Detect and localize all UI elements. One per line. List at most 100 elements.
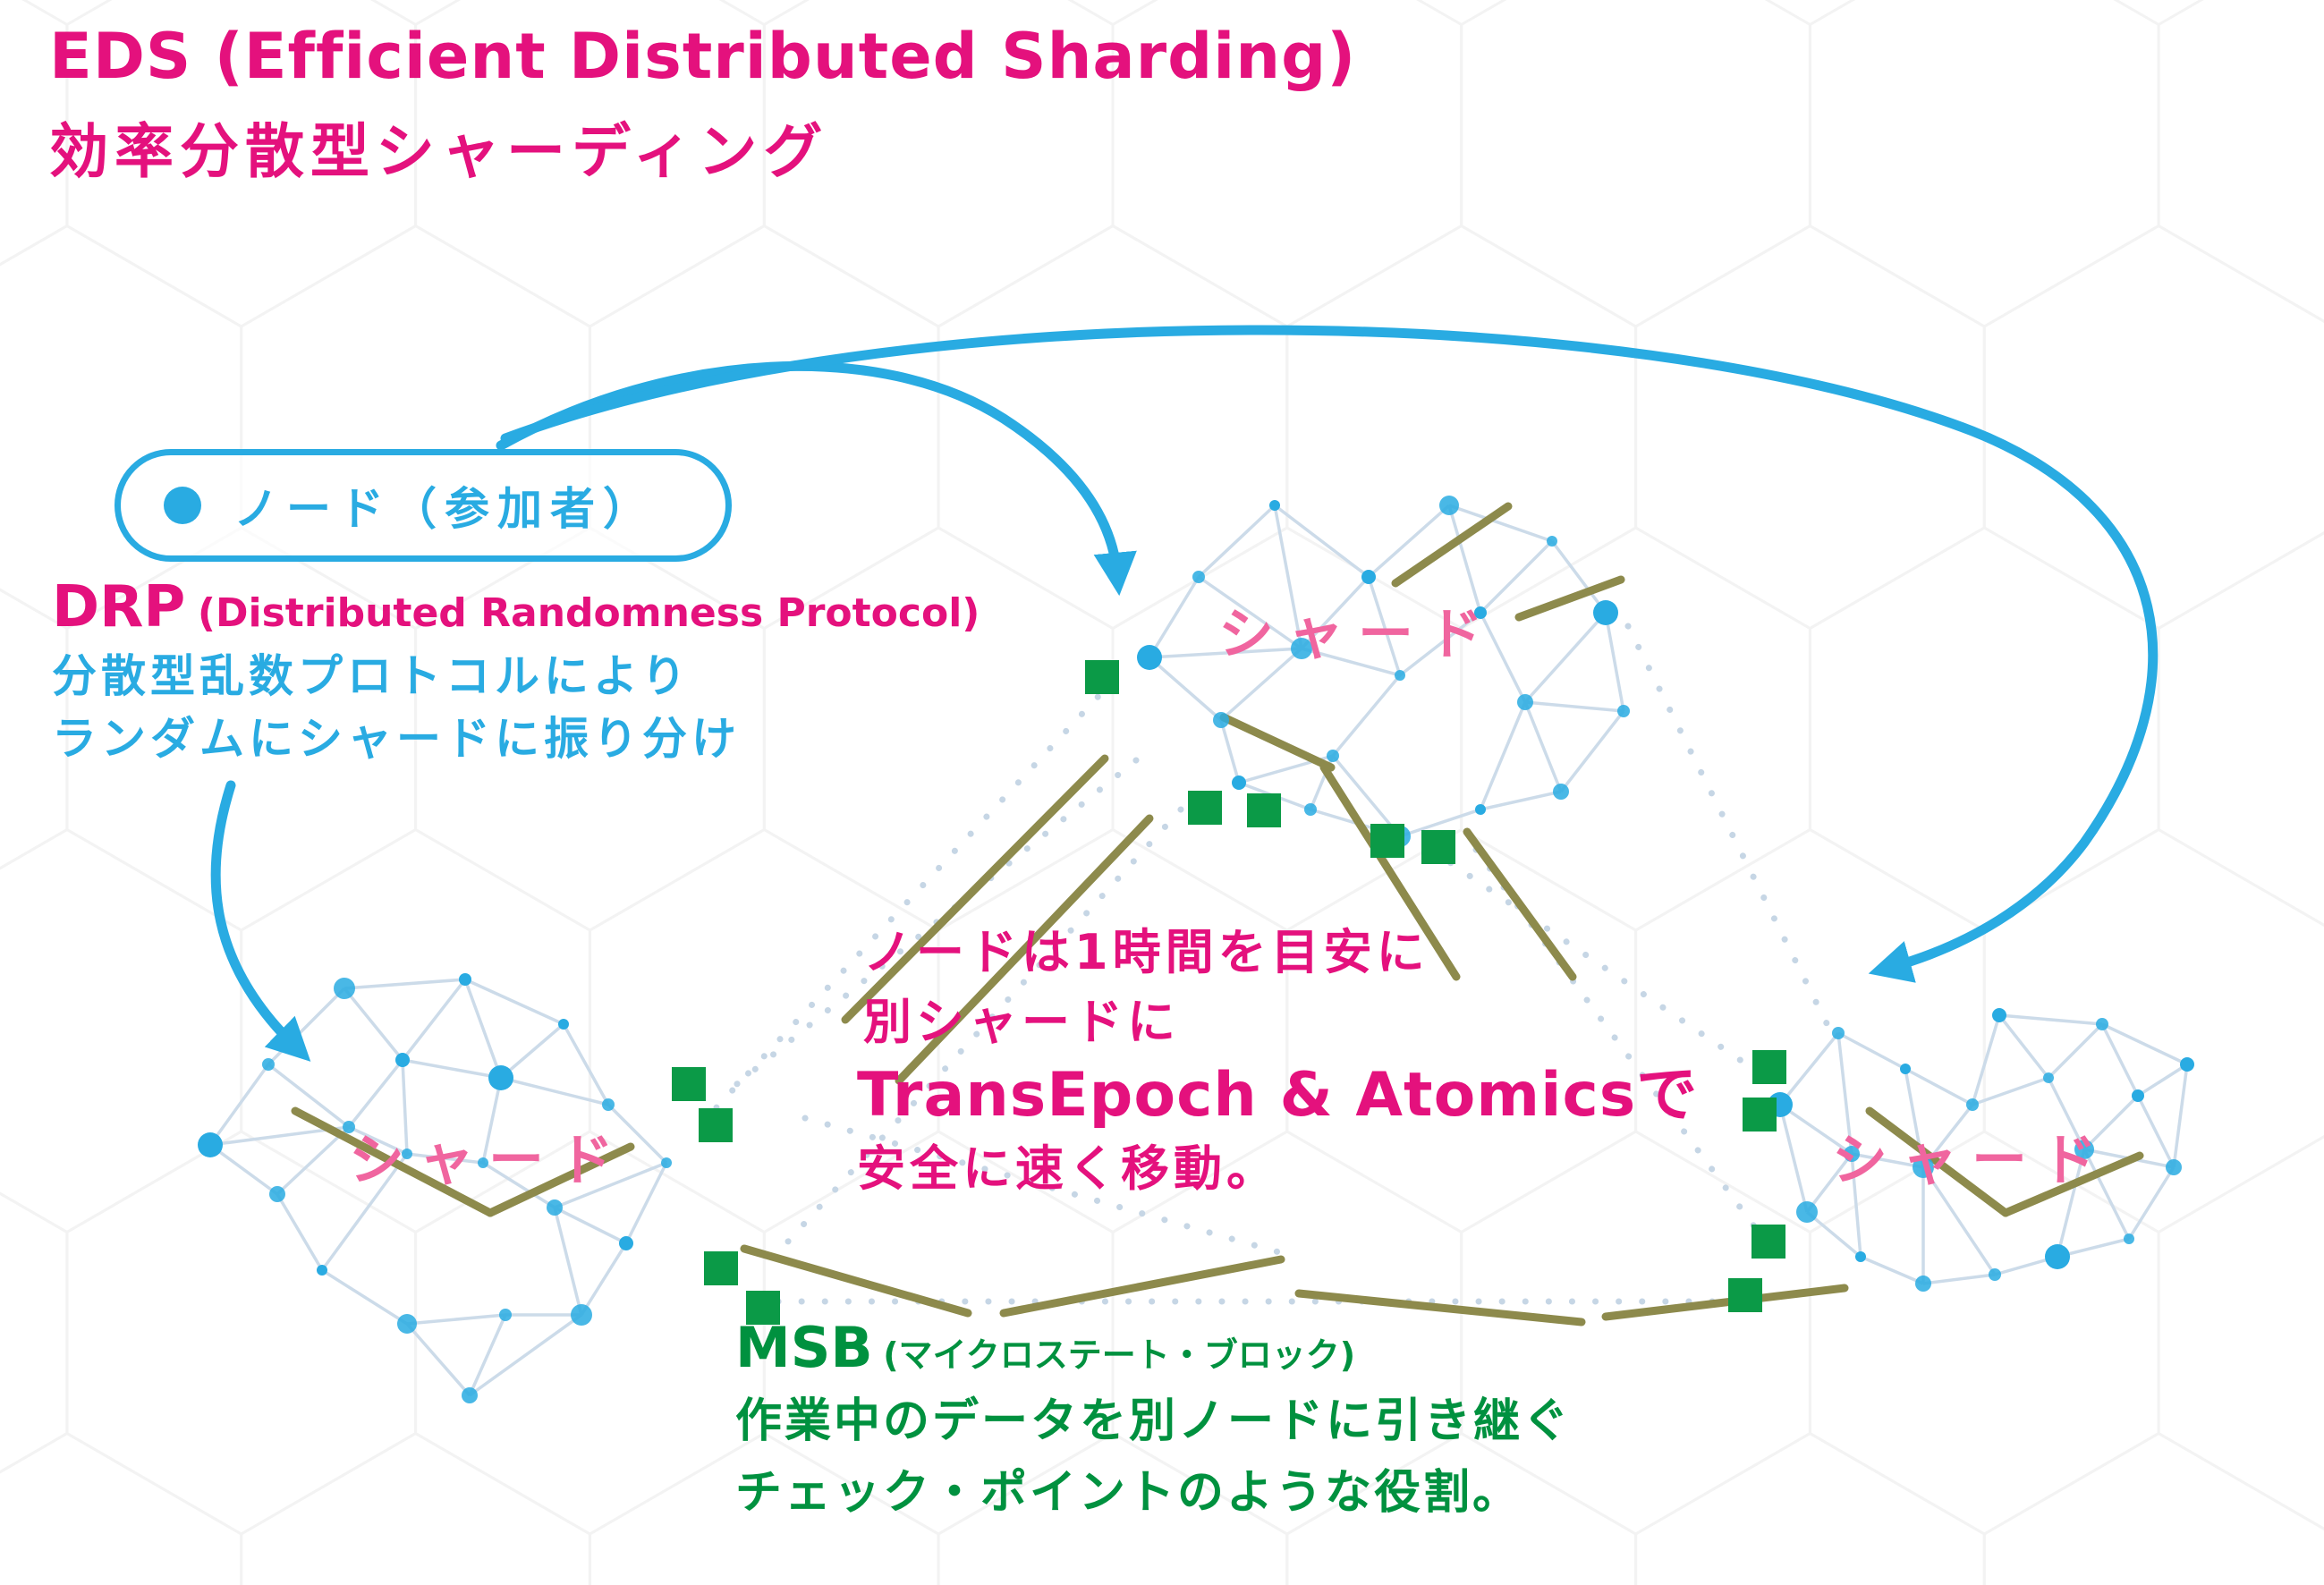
epoch-link	[486, 1142, 635, 1217]
msb-heading: MSB (マイクロステート・ブロック)	[735, 1315, 1355, 1380]
cluster-edge	[1149, 647, 1302, 659]
node-dot	[2180, 1057, 2194, 1072]
epoch-link	[999, 1255, 1285, 1318]
cluster-edge	[1148, 576, 1200, 658]
cluster-edge	[554, 1161, 667, 1209]
hexagon-bg	[1808, 526, 2160, 932]
cluster-edge	[1480, 790, 1562, 811]
cluster-edge	[1850, 1153, 1862, 1258]
cluster-edge	[1331, 674, 1402, 758]
cluster-edge	[208, 1143, 279, 1196]
node-dot	[1137, 645, 1162, 670]
node-dot	[1992, 1008, 2006, 1022]
page-title: EDS (Efficient Distributed Sharding)	[49, 20, 1357, 93]
cluster-edge	[562, 1023, 610, 1106]
cluster-edge	[1778, 1104, 1809, 1213]
cluster-edge	[1550, 539, 1607, 615]
hexagon-bg	[1982, 1431, 2324, 1585]
hexagon-bg	[1460, 0, 1811, 328]
cluster-edge	[481, 1077, 503, 1164]
cluster-edge	[553, 1207, 583, 1316]
cluster-edge	[1148, 656, 1223, 722]
msb-square	[1188, 791, 1222, 825]
hexagon-bg	[1285, 827, 1638, 1234]
node-dot	[269, 1186, 285, 1202]
drp-description-line2: ランダムにシャードに振り分け	[52, 713, 741, 765]
shard-label-top: シャード	[1218, 601, 1498, 666]
dotted-link	[1428, 846, 1757, 1072]
cluster-edge	[1273, 504, 1303, 649]
cluster-edge	[1559, 709, 1625, 793]
cluster-edge	[1219, 719, 1241, 784]
node-dot	[462, 1387, 478, 1403]
cluster-edge	[2137, 1063, 2188, 1098]
drp-acronym: DRP	[52, 574, 186, 640]
cluster-edge	[1331, 754, 1402, 838]
msb-description-line1: 作業中のデータを別ノードに引き継ぐ	[735, 1394, 1573, 1448]
node-dot	[2124, 1233, 2134, 1244]
node-dot	[198, 1132, 223, 1157]
node-legend-label: ノード（参加者）	[233, 483, 656, 535]
cluster-edge	[1447, 504, 1482, 614]
hexagon-bg	[2157, 0, 2324, 323]
cluster-edge	[1971, 1014, 2001, 1106]
node-dot	[1439, 496, 1459, 515]
epoch-link	[1319, 763, 1461, 981]
node-dot	[661, 1157, 672, 1168]
cluster-edge	[2172, 1064, 2189, 1168]
epoch-link	[1601, 1284, 1849, 1321]
hexagon-bg	[0, 827, 243, 1234]
flow-arrow	[210, 780, 311, 1062]
cluster-edge	[406, 1313, 506, 1326]
msb-square	[1085, 660, 1119, 694]
flow-arrow	[496, 360, 1137, 597]
epoch-link	[1294, 1289, 1586, 1326]
cluster-edge	[1448, 504, 1553, 543]
msb-square	[1752, 1050, 1786, 1084]
cluster-edge	[2100, 1023, 2140, 1097]
cluster-edge	[343, 987, 404, 1062]
msb-square	[699, 1108, 733, 1142]
node-dot	[2132, 1089, 2144, 1102]
page-subtitle: 効率分散型シャーディング	[49, 117, 829, 186]
node-dot	[343, 1121, 355, 1133]
cluster-edge	[1851, 1152, 1924, 1169]
node-legend-box: ノード（参加者）	[115, 449, 732, 562]
msb-square	[672, 1067, 706, 1101]
cluster-edge	[1523, 611, 1607, 704]
flow-arrow	[500, 325, 2159, 983]
epoch-link	[1219, 713, 1336, 772]
msb-description-line2: チェック・ポイントのような役割。	[735, 1466, 1522, 1520]
cluster-edge	[401, 978, 467, 1062]
node-dot	[478, 1157, 488, 1168]
node-dot	[1593, 600, 1618, 625]
cluster-edge	[1219, 647, 1303, 722]
cluster-edge	[267, 1063, 351, 1129]
node-dot	[1213, 712, 1229, 728]
cluster-edge	[2047, 1022, 2104, 1080]
cluster-edge	[1805, 1152, 1853, 1214]
cluster-edge	[1921, 1166, 1997, 1276]
msb-square	[704, 1251, 738, 1285]
hexagon-bg	[240, 1431, 591, 1585]
cluster-edge	[2127, 1166, 2176, 1240]
cluster-edge	[401, 1059, 409, 1155]
cluster-edge	[1805, 1210, 1862, 1259]
cluster-edge	[1398, 611, 1482, 677]
cluster-edge	[347, 1058, 404, 1129]
cluster-edge	[2136, 1095, 2176, 1168]
cluster-edge	[208, 1063, 270, 1147]
epoch-link	[895, 814, 1154, 1085]
cluster-edge	[1972, 1076, 2049, 1106]
msb-square	[1370, 824, 1404, 858]
msb-square	[1751, 1225, 1785, 1259]
node-dot	[2166, 1159, 2182, 1175]
cluster-edge	[405, 1322, 471, 1397]
node-dot	[2096, 1018, 2108, 1030]
node-dot	[2074, 1140, 2094, 1159]
node-dot	[602, 1098, 615, 1111]
cluster-edge	[2082, 1148, 2131, 1240]
cluster-edge	[1300, 575, 1370, 650]
cluster-edge	[1523, 701, 1563, 792]
